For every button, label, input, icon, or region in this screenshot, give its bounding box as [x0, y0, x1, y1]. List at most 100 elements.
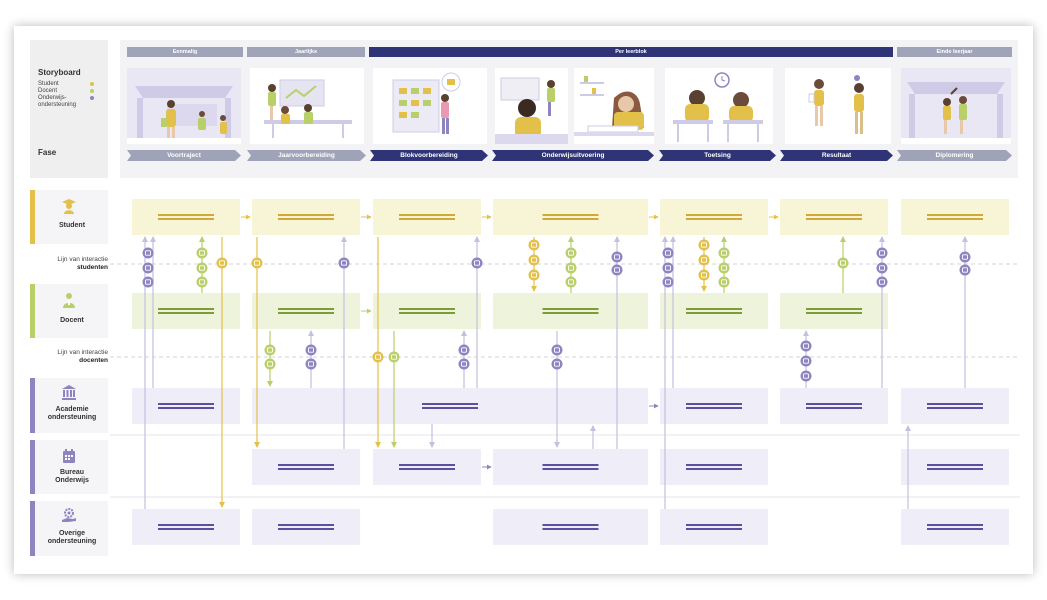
- interaction-badge-icon[interactable]: [458, 358, 470, 370]
- overige-box[interactable]: [660, 509, 768, 545]
- interaction-badge-icon[interactable]: [611, 264, 623, 276]
- docent-box[interactable]: [493, 293, 648, 329]
- academie-box[interactable]: [780, 388, 888, 424]
- academie-box[interactable]: [132, 388, 240, 424]
- interaction-badge-icon[interactable]: [551, 344, 563, 356]
- interaction-badge-icon[interactable]: [800, 355, 812, 367]
- interaction-badge-icon[interactable]: [698, 269, 710, 281]
- overige-box[interactable]: [252, 509, 360, 545]
- academie-box-wide[interactable]: [252, 388, 648, 424]
- phase-onderwijsuitvoering[interactable]: Onderwijsuitvoering: [492, 150, 654, 161]
- bureau-box[interactable]: [901, 449, 1009, 485]
- interaction-badge-icon[interactable]: [698, 239, 710, 251]
- student-box[interactable]: [660, 199, 768, 235]
- overige-box[interactable]: [493, 509, 648, 545]
- interaction-badge-icon[interactable]: [528, 269, 540, 281]
- interaction-badge-icon[interactable]: [305, 358, 317, 370]
- box-bar: [399, 218, 455, 220]
- interaction-badge-icon[interactable]: [216, 257, 228, 269]
- phase-jaarvoorbereiding[interactable]: Jaarvoorbereiding: [247, 150, 366, 161]
- interaction-badge-icon[interactable]: [471, 257, 483, 269]
- box-bar: [542, 308, 599, 310]
- actor-overige-bar: [30, 501, 35, 556]
- phase-toetsing[interactable]: Toetsing: [659, 150, 776, 161]
- box-bar: [542, 218, 599, 220]
- timing-einde-leerjaar: Einde leerjaar: [897, 47, 1012, 57]
- box-bar: [422, 403, 478, 405]
- interaction-badge-icon[interactable]: [142, 262, 154, 274]
- bureau-box[interactable]: [493, 449, 648, 485]
- interaction-badge-icon[interactable]: [718, 276, 730, 288]
- phase-resultaat[interactable]: Resultaat: [780, 150, 893, 161]
- interaction-badge-icon[interactable]: [611, 251, 623, 263]
- student-box[interactable]: [780, 199, 888, 235]
- box-bar: [806, 218, 862, 220]
- interaction-badge-icon[interactable]: [264, 358, 276, 370]
- student-box[interactable]: [373, 199, 481, 235]
- interaction-badge-icon[interactable]: [876, 247, 888, 259]
- docent-box[interactable]: [660, 293, 768, 329]
- interaction-badge-icon[interactable]: [196, 262, 208, 274]
- interaction-badge-icon[interactable]: [528, 254, 540, 266]
- interaction-badge-icon[interactable]: [251, 257, 263, 269]
- graduate-icon: [62, 199, 76, 214]
- student-box[interactable]: [252, 199, 360, 235]
- interaction-badge-icon[interactable]: [196, 247, 208, 259]
- interaction-badge-icon[interactable]: [372, 351, 384, 363]
- box-bar: [686, 407, 742, 409]
- interaction-badge-icon[interactable]: [959, 251, 971, 263]
- docent-box[interactable]: [132, 293, 240, 329]
- box-bar: [158, 214, 214, 216]
- interaction-badge-icon[interactable]: [876, 276, 888, 288]
- student-box[interactable]: [901, 199, 1009, 235]
- gear-hand-icon: [62, 508, 76, 522]
- box-bar: [686, 468, 742, 470]
- interaction-badge-icon[interactable]: [662, 247, 674, 259]
- overige-box[interactable]: [901, 509, 1009, 545]
- phase-blokvoorbereiding[interactable]: Blokvoorbereiding: [370, 150, 488, 161]
- interaction-badge-icon[interactable]: [305, 344, 317, 356]
- academie-box[interactable]: [901, 388, 1009, 424]
- interaction-badge-icon[interactable]: [551, 358, 563, 370]
- academie-box[interactable]: [660, 388, 768, 424]
- interaction-badge-icon[interactable]: [662, 262, 674, 274]
- interaction-badge-icon[interactable]: [565, 262, 577, 274]
- student-box[interactable]: [493, 199, 648, 235]
- interaction-badge-icon[interactable]: [800, 340, 812, 352]
- actor-academie-bar: [30, 378, 35, 433]
- interaction-badge-icon[interactable]: [698, 254, 710, 266]
- interaction-badge-icon[interactable]: [837, 257, 849, 269]
- interaction-badge-icon[interactable]: [388, 351, 400, 363]
- phase-diplomering[interactable]: Diplomering: [897, 150, 1012, 161]
- interaction-badge-icon[interactable]: [264, 344, 276, 356]
- actor-overige-label-1: Overige: [58, 530, 86, 537]
- bureau-box[interactable]: [252, 449, 360, 485]
- overige-box[interactable]: [132, 509, 240, 545]
- box-bar: [806, 312, 862, 314]
- interaction-badge-icon[interactable]: [959, 264, 971, 276]
- interaction-badge-icon[interactable]: [800, 370, 812, 382]
- box-bar: [806, 403, 862, 405]
- bureau-box[interactable]: [660, 449, 768, 485]
- interaction-badge-icon[interactable]: [718, 247, 730, 259]
- interaction-badge-icon[interactable]: [662, 276, 674, 288]
- interaction-badge-icon[interactable]: [458, 344, 470, 356]
- student-box[interactable]: [132, 199, 240, 235]
- interaction-badge-icon[interactable]: [876, 262, 888, 274]
- phase-voortraject[interactable]: Voortraject: [127, 150, 241, 161]
- interaction-badge-icon[interactable]: [528, 239, 540, 251]
- interaction-badge-icon[interactable]: [718, 262, 730, 274]
- docent-box[interactable]: [252, 293, 360, 329]
- interaction-badge-icon[interactable]: [565, 247, 577, 259]
- box-bar: [158, 308, 214, 310]
- docent-box[interactable]: [373, 293, 481, 329]
- interaction-badge-icon[interactable]: [142, 276, 154, 288]
- box-bar: [278, 528, 334, 530]
- interaction-badge-icon[interactable]: [142, 247, 154, 259]
- interaction-badge-icon[interactable]: [338, 257, 350, 269]
- bureau-box[interactable]: [373, 449, 481, 485]
- institution-icon: [62, 385, 76, 400]
- docent-box[interactable]: [780, 293, 888, 329]
- interaction-badge-icon[interactable]: [196, 276, 208, 288]
- interaction-badge-icon[interactable]: [565, 276, 577, 288]
